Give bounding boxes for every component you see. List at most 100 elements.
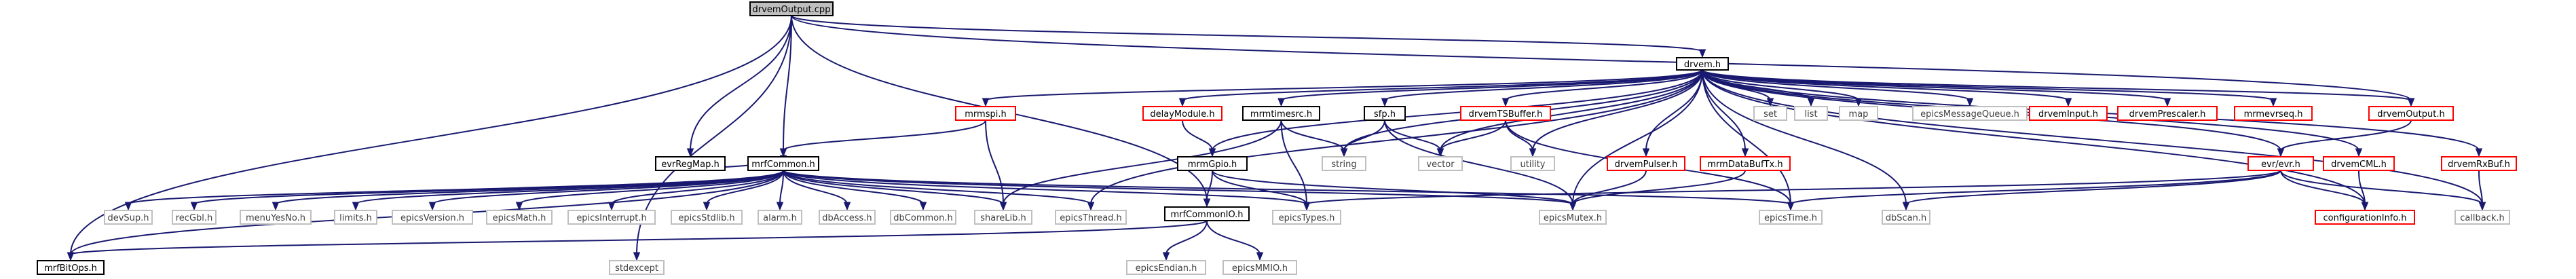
node-box: [2454, 210, 2510, 225]
node-mrmGpio-h[interactable]: mrmGpio.h: [1177, 156, 1248, 171]
node-label: callback.h: [2460, 213, 2505, 223]
node-box: [37, 260, 105, 275]
node-root[interactable]: drvemOutput.cpp: [749, 1, 834, 16]
node-drvem-h[interactable]: drvem.h: [1676, 57, 1729, 71]
node-label: map: [1849, 109, 1869, 119]
edge-mrfCommon-h-to-epicsStdlib-h: [703, 170, 784, 211]
node-delayModule-h[interactable]: delayModule.h: [1142, 106, 1222, 121]
edge-line: [706, 170, 784, 205]
node-mrmspi-h[interactable]: mrmspi.h: [955, 106, 1016, 121]
node-drvemInput-h[interactable]: drvemInput.h: [2029, 106, 2108, 121]
node-epicsVersion-h: epicsVersion.h: [392, 210, 473, 225]
edge-drvem-h-to-sfp-h: [1381, 69, 1703, 107]
edge-line: [1206, 170, 1213, 202]
node-label: menuYesNo.h: [246, 213, 305, 223]
edge-mrmspi-h-to-mrfCommon-h: [779, 119, 986, 157]
edge-line: [1440, 69, 1703, 151]
node-box: [2029, 106, 2108, 121]
node-mrmtimesrc-h[interactable]: mrmtimesrc.h: [1242, 106, 1320, 121]
node-label: mrfCommonIO.h: [1170, 210, 1243, 220]
node-box: [567, 210, 656, 225]
node-box: [1177, 156, 1248, 171]
node-evrRegMap-h[interactable]: evrRegMap.h: [655, 156, 726, 171]
node-mrfCommonIO-h[interactable]: mrfCommonIO.h: [1164, 206, 1250, 221]
edge-arrowhead: [1203, 198, 1211, 208]
node-box: [1055, 210, 1127, 225]
node-sfp-h[interactable]: sfp.h: [1364, 106, 1406, 121]
node-drvemCML-h[interactable]: drvemCML.h: [2323, 156, 2395, 171]
edge-line: [791, 15, 2412, 101]
node-mrfBitOps-h[interactable]: mrfBitOps.h: [37, 260, 105, 275]
edge-mrmspi-h-to-shareLib-h: [985, 119, 1007, 211]
node-epicsMutex-h: epicsMutex.h: [1539, 210, 1607, 225]
node-box: [1242, 106, 1320, 121]
edge-line: [432, 170, 784, 205]
node-drvemOutput-h[interactable]: drvemOutput.h: [2368, 106, 2454, 121]
edge-arrowhead: [2407, 98, 2415, 107]
edge-mrfCommon-h-to-epicsTypes-h: [783, 170, 1311, 211]
node-label: epicsMMIO.h: [1232, 263, 1288, 274]
edge-arrowhead: [686, 148, 694, 157]
node-box: [974, 210, 1032, 225]
node-label: drvemRxBuf.h: [2448, 160, 2510, 170]
edge-line: [783, 119, 986, 151]
edge-line: [1212, 69, 1703, 151]
edge-line: [1702, 69, 2412, 101]
edge-mrfCommon-h-to-epicsMutex-h: [783, 170, 1577, 211]
edge-mrfCommon-h-to-epicsThread-h: [783, 170, 1095, 211]
edge-line: [1280, 69, 1703, 101]
node-limits-h: limits.h: [334, 210, 377, 225]
node-drvemPulser-h[interactable]: drvemPulser.h: [1607, 156, 1685, 171]
edge-line: [791, 15, 1703, 52]
edge-drvemOutput-h-to-evr-evr-h: [2277, 119, 2412, 157]
edge-line: [1182, 69, 1703, 101]
edge-arrowhead: [2475, 148, 2483, 157]
edge-line: [1206, 220, 1261, 255]
node-box: [2117, 106, 2218, 121]
node-mrfCommon-h[interactable]: mrfCommon.h: [747, 156, 819, 171]
edge-arrowhead: [1303, 202, 1311, 211]
node-box: [172, 210, 217, 225]
edge-arrowhead: [2269, 98, 2277, 107]
node-evr-evr-h[interactable]: evr/evr.h: [2247, 156, 2314, 171]
node-drvemPrescaler-h[interactable]: drvemPrescaler.h: [2117, 106, 2218, 121]
node-box: [2441, 156, 2517, 171]
node-set: set: [1753, 106, 1787, 121]
edge-line: [1702, 69, 2069, 101]
node-box: [1700, 156, 1791, 171]
edge-line: [783, 15, 792, 151]
node-epicsStdlib-h: epicsStdlib.h: [671, 210, 743, 225]
node-label: mrmspi.h: [965, 109, 1006, 119]
edge-drvem-h-to-drvemTSBuffer-h: [1501, 69, 1703, 107]
edge-arrowhead: [982, 98, 990, 107]
node-box: [747, 156, 819, 171]
edge-line: [1572, 170, 1647, 205]
edge-drvem-h-to-drvemOutput-h: [1702, 69, 2415, 107]
node-drvemRxBuf-h[interactable]: drvemRxBuf.h: [2441, 156, 2517, 171]
edge-line: [783, 170, 1091, 205]
node-label: utility: [1520, 160, 1546, 170]
edge-mrfCommon-h-to-shareLib-h: [783, 170, 1007, 211]
node-label: drvemInput.h: [2038, 109, 2098, 119]
edge-line: [985, 119, 1004, 205]
node-box: [671, 210, 743, 225]
node-box: [240, 210, 312, 225]
edge-arrowhead: [1381, 98, 1389, 107]
edge-mrfCommon-h-to-alarm-h: [776, 170, 784, 211]
edge-line: [1440, 119, 1506, 151]
edge-line: [1165, 220, 1208, 255]
node-box: [609, 260, 665, 275]
node-mrmDataBufTx-h[interactable]: mrmDataBufTx.h: [1700, 156, 1791, 171]
node-label: dbAccess.h: [822, 213, 872, 223]
edge-line: [70, 15, 792, 255]
node-epicsMath-h: epicsMath.h: [486, 210, 553, 225]
node-label: set: [1763, 109, 1777, 119]
node-box: [2234, 106, 2313, 121]
node-drvemTSBuffer-h[interactable]: drvemTSBuffer.h: [1460, 106, 1551, 121]
edge-arrowhead: [703, 202, 711, 211]
node-configurationInfo-h[interactable]: configurationInfo.h: [2315, 210, 2415, 225]
edge-mrfCommon-h-to-epicsVersion-h: [428, 170, 784, 211]
node-label: epicsMessageQueue.h: [1920, 109, 2019, 119]
node-mrmevrseq-h[interactable]: mrmevrseq.h: [2234, 106, 2313, 121]
